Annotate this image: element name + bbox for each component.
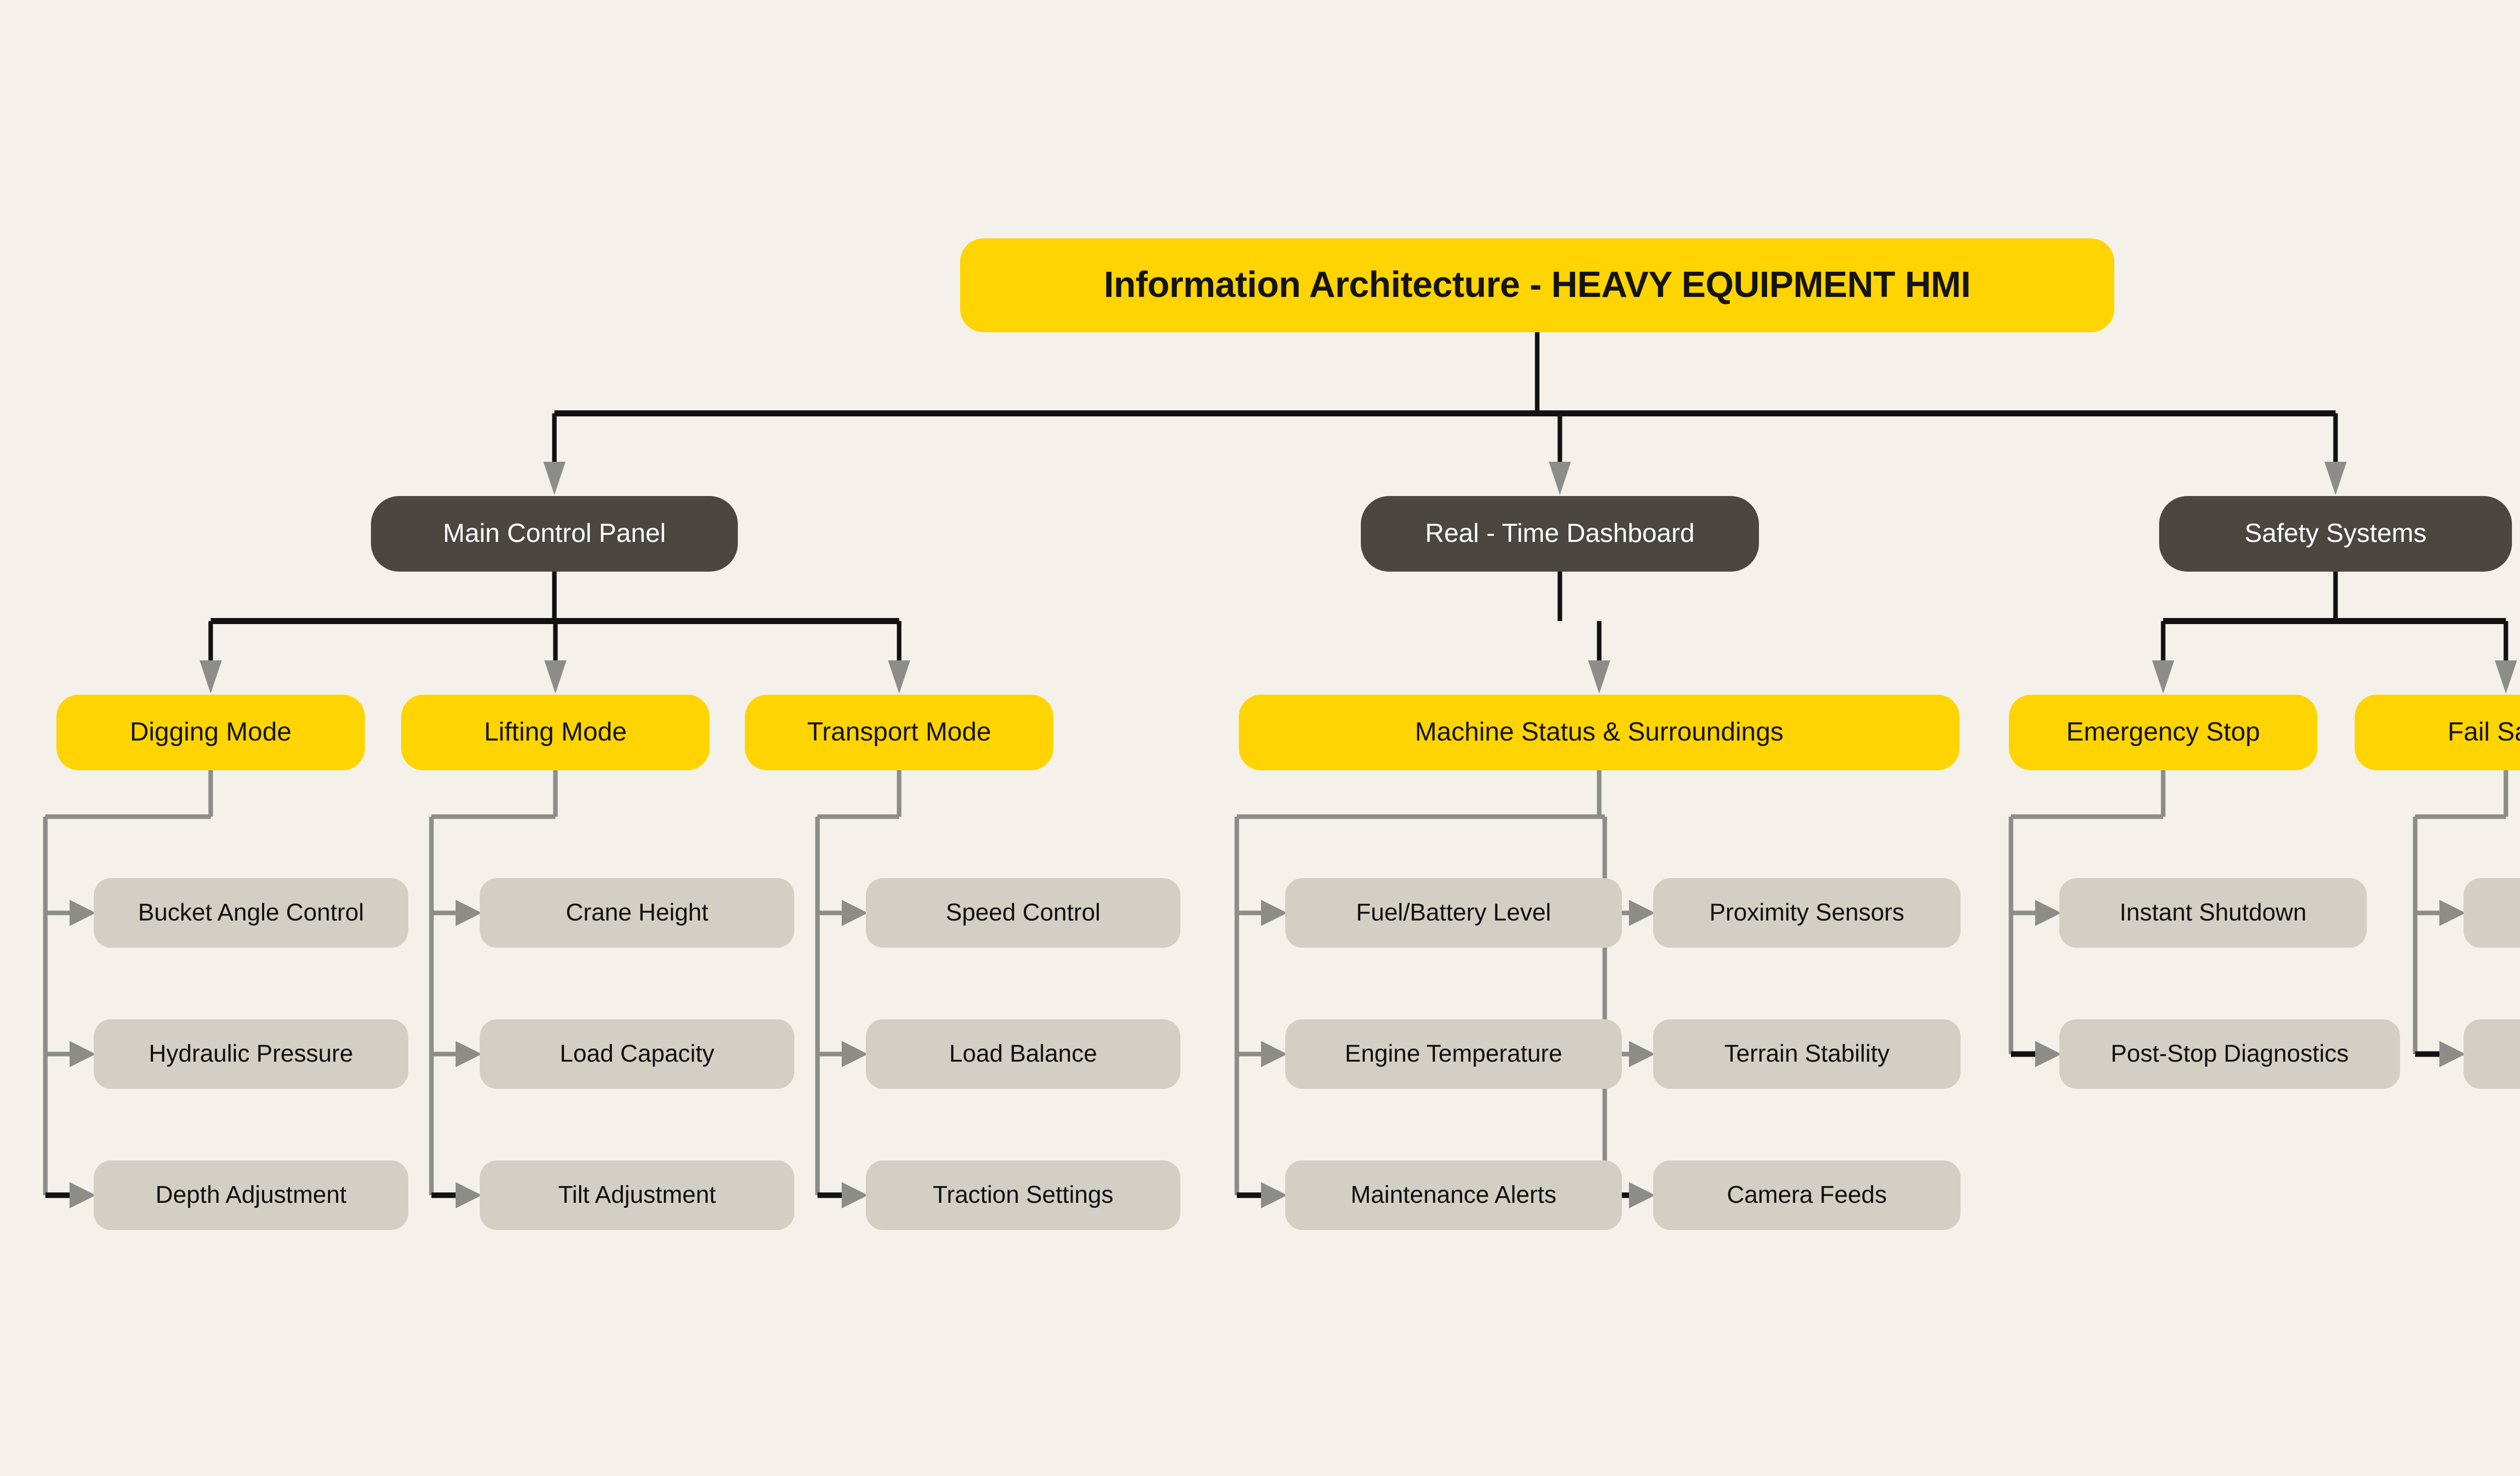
- node-label: Depth Adjustment: [155, 1181, 347, 1208]
- node-label: Real - Time Dashboard: [1425, 519, 1695, 548]
- node-label: Information Architecture - HEAVY EQUIPME…: [1104, 265, 1971, 305]
- node-label: Camera Feeds: [1727, 1181, 1887, 1208]
- node-tilt-adjustment[interactable]: Tilt Adjustment: [480, 1160, 794, 1230]
- node-main-control-panel[interactable]: Main Control Panel: [371, 496, 738, 572]
- node-fail-safes[interactable]: Fail Safes: [2355, 695, 2520, 770]
- node-root[interactable]: Information Architecture - HEAVY EQUIPME…: [960, 238, 2114, 332]
- node-overload-alerts[interactable]: Overload Alerts: [2464, 1019, 2520, 1089]
- node-terrain-stability[interactable]: Terrain Stability: [1653, 1019, 1961, 1089]
- node-crane-height[interactable]: Crane Height: [480, 878, 794, 948]
- node-engine-temperature[interactable]: Engine Temperature: [1285, 1019, 1622, 1089]
- node-load-capacity[interactable]: Load Capacity: [480, 1019, 794, 1089]
- node-label: Bucket Angle Control: [138, 899, 364, 926]
- node-label: Engine Temperature: [1345, 1040, 1562, 1067]
- node-bucket-angle-control[interactable]: Bucket Angle Control: [94, 878, 408, 948]
- node-traction-settings[interactable]: Traction Settings: [866, 1160, 1180, 1230]
- node-transport-mode[interactable]: Transport Mode: [745, 695, 1053, 770]
- node-label: Post-Stop Diagnostics: [2110, 1040, 2349, 1067]
- node-label: Tilt Adjustment: [558, 1181, 716, 1208]
- node-label: Hydraulic Pressure: [149, 1040, 353, 1067]
- node-instant-shutdown[interactable]: Instant Shutdown: [2059, 878, 2367, 948]
- node-label: Load Balance: [949, 1040, 1097, 1067]
- node-safety-systems[interactable]: Safety Systems: [2159, 496, 2512, 572]
- node-label: Speed Control: [946, 899, 1101, 926]
- node-camera-feeds[interactable]: Camera Feeds: [1653, 1160, 1961, 1230]
- node-label: Lifting Mode: [484, 717, 627, 747]
- node-speed-control[interactable]: Speed Control: [866, 878, 1180, 948]
- node-label: Crane Height: [565, 899, 709, 926]
- node-label: Main Control Panel: [443, 519, 666, 548]
- node-backup-brakes[interactable]: Backup Brakes: [2464, 878, 2520, 948]
- node-label: Instant Shutdown: [2119, 899, 2307, 926]
- node-digging-mode[interactable]: Digging Mode: [56, 695, 365, 770]
- node-proximity-sensors[interactable]: Proximity Sensors: [1653, 878, 1961, 948]
- node-label: Traction Settings: [932, 1181, 1114, 1208]
- node-machine-status-surroundings[interactable]: Machine Status & Surroundings: [1239, 695, 1960, 770]
- node-load-balance[interactable]: Load Balance: [866, 1019, 1180, 1089]
- node-lifting-mode[interactable]: Lifting Mode: [401, 695, 710, 770]
- node-post-stop-diagnostics[interactable]: Post-Stop Diagnostics: [2059, 1019, 2400, 1089]
- node-fuel-battery-level[interactable]: Fuel/Battery Level: [1285, 878, 1622, 948]
- node-label: Maintenance Alerts: [1350, 1181, 1557, 1208]
- node-emergency-stop[interactable]: Emergency Stop: [2009, 695, 2317, 770]
- node-hydraulic-pressure[interactable]: Hydraulic Pressure: [94, 1019, 408, 1089]
- node-label: Terrain Stability: [1724, 1040, 1890, 1067]
- node-label: Fuel/Battery Level: [1356, 899, 1551, 926]
- node-label: Transport Mode: [807, 717, 991, 747]
- node-label: Digging Mode: [130, 717, 292, 747]
- node-maintenance-alerts[interactable]: Maintenance Alerts: [1285, 1160, 1622, 1230]
- node-label: Emergency Stop: [2066, 717, 2260, 747]
- node-real-time-dashboard[interactable]: Real - Time Dashboard: [1361, 496, 1759, 572]
- node-label: Load Capacity: [559, 1040, 715, 1067]
- node-label: Machine Status & Surroundings: [1415, 717, 1784, 747]
- node-label: Safety Systems: [2244, 519, 2427, 548]
- node-label: Fail Safes: [2447, 717, 2520, 747]
- node-label: Proximity Sensors: [1709, 899, 1905, 926]
- node-depth-adjustment[interactable]: Depth Adjustment: [94, 1160, 408, 1230]
